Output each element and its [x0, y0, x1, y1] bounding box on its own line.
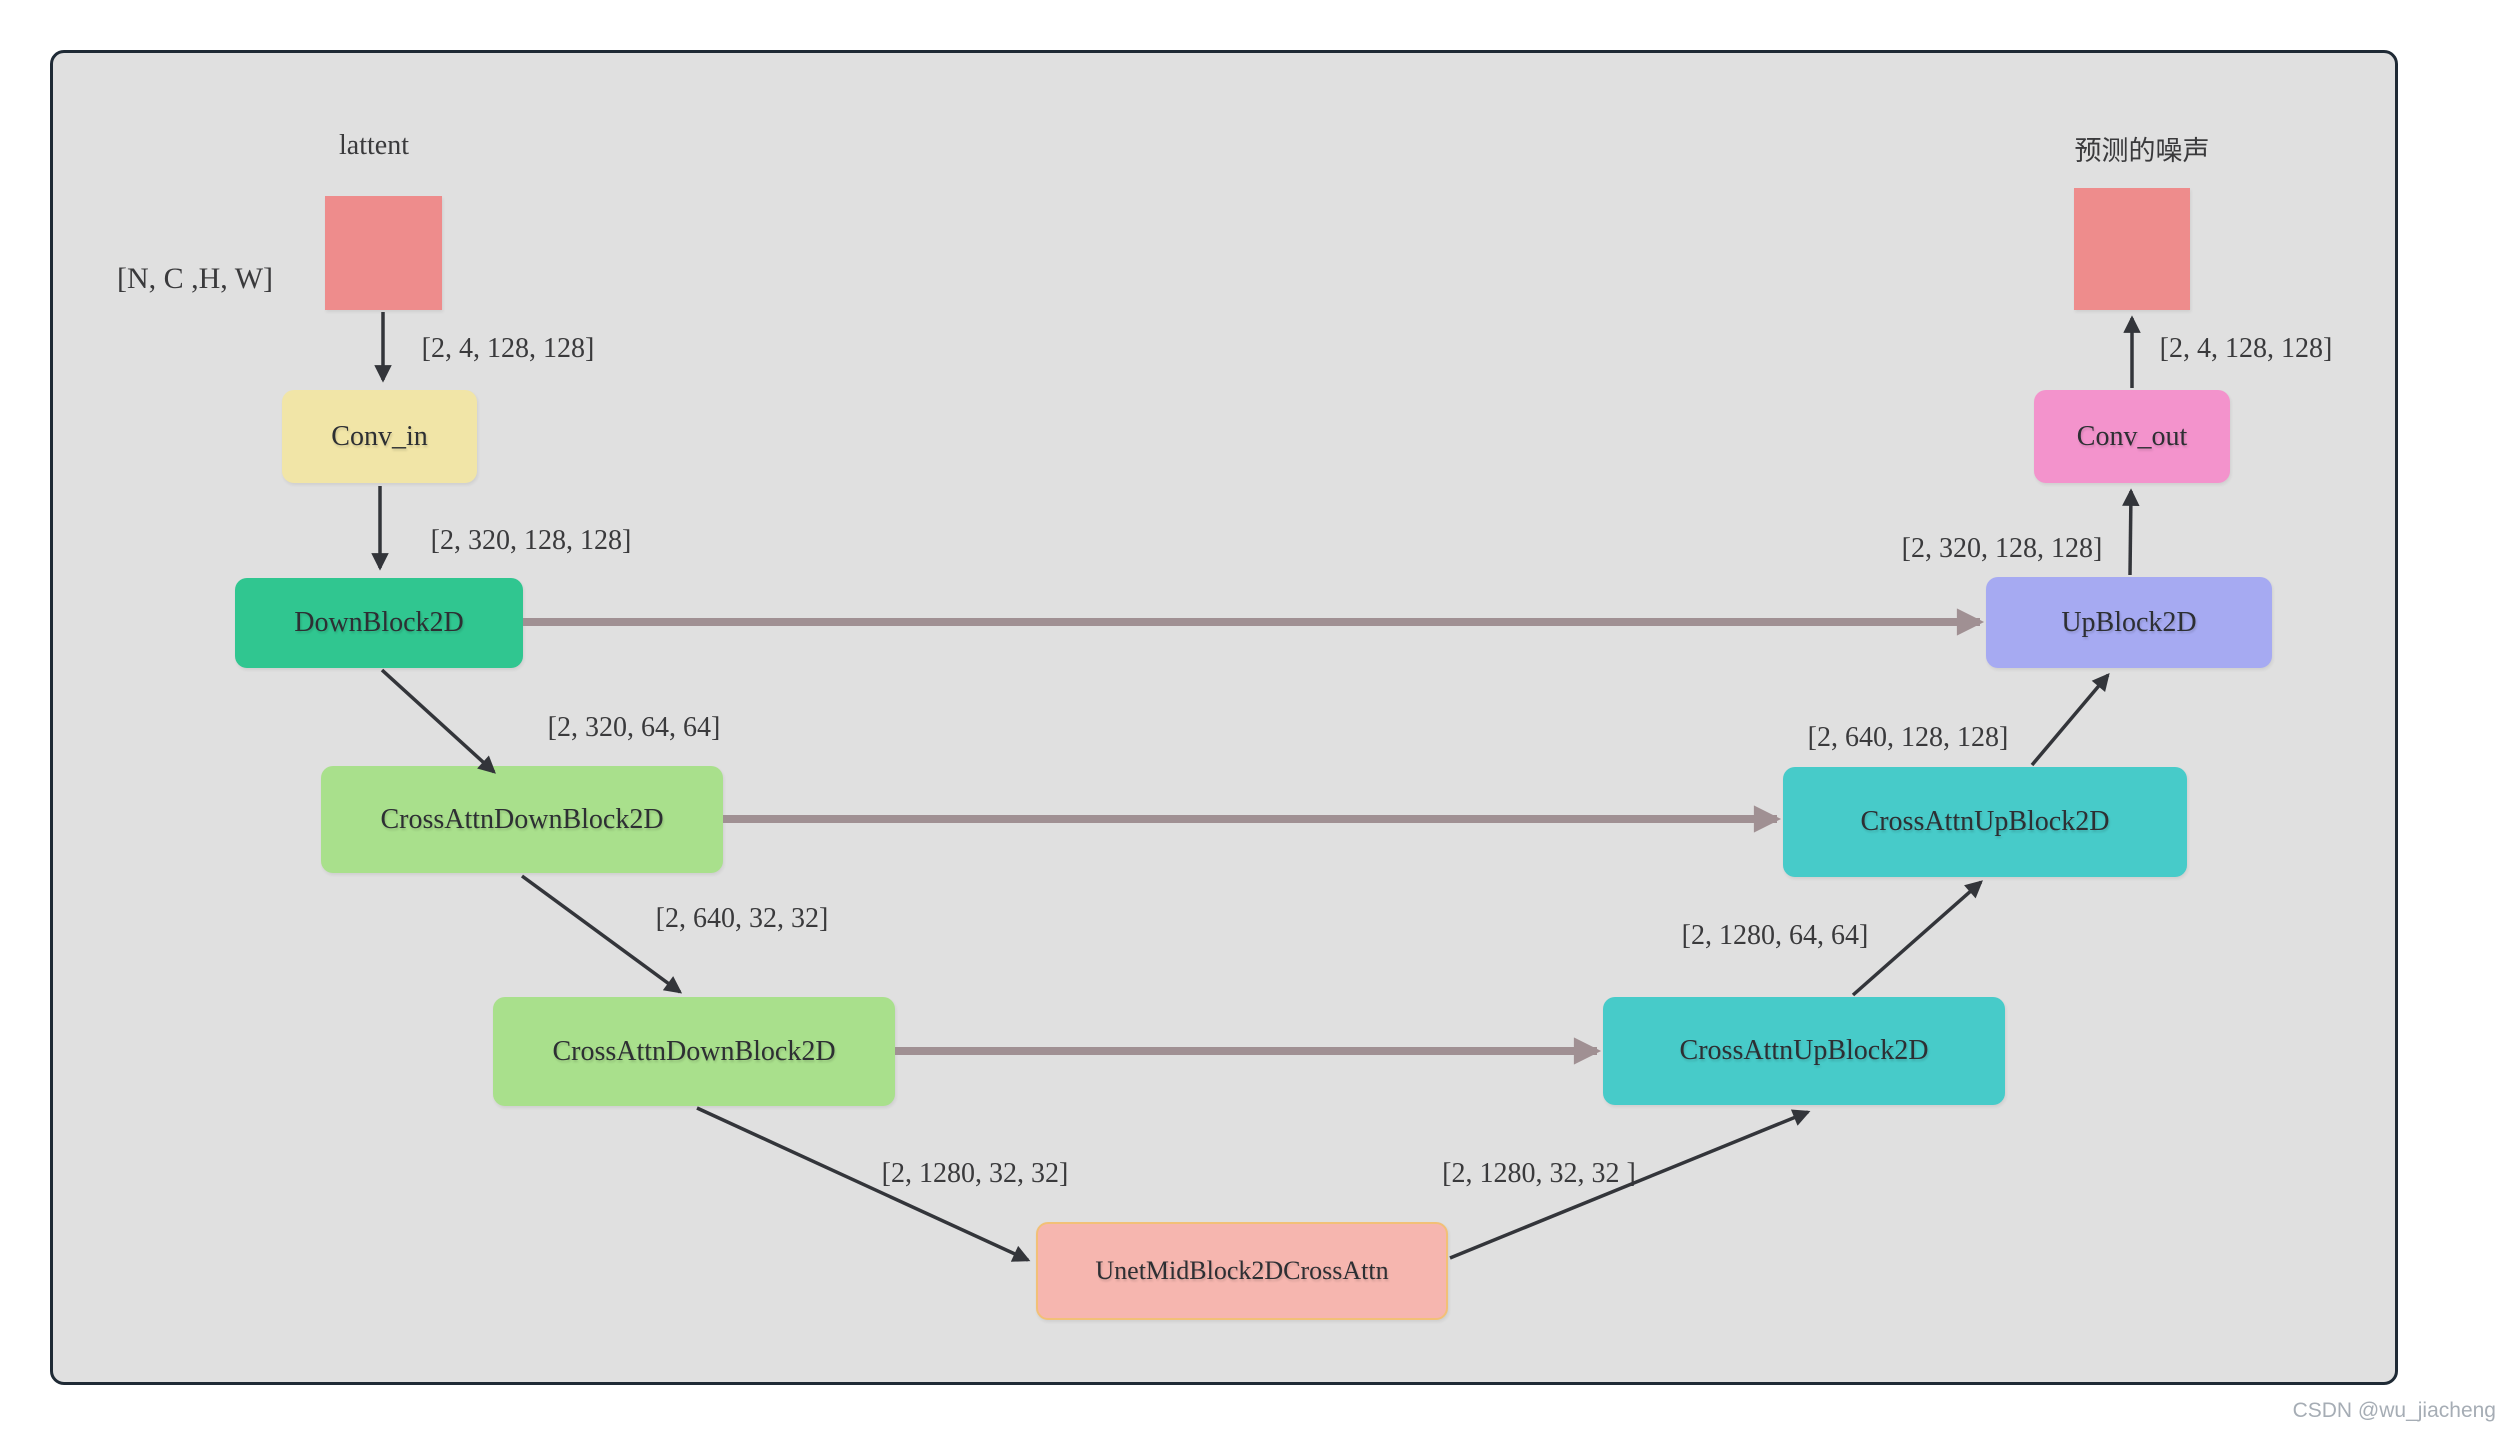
node-crossattn-upblock-1: CrossAttnUpBlock2D — [1783, 767, 2187, 877]
node-label: Conv_out — [2076, 420, 2188, 452]
tensor-label-cau1-to-upblock: [2, 640, 128, 128] — [1807, 722, 2009, 753]
node-downblock2d: DownBlock2D — [235, 578, 523, 668]
node-unet-midblock: UnetMidBlock2DCrossAttn — [1036, 1222, 1448, 1320]
node-upblock2d: UpBlock2D — [1986, 577, 2272, 668]
node-label: CrossAttnDownBlock2D — [552, 1035, 836, 1067]
node-conv-in: Conv_in — [282, 390, 477, 483]
node-label: CrossAttnUpBlock2D — [1679, 1035, 1929, 1066]
tensor-label-cad1-to-cad2: [2, 640, 32, 32] — [655, 903, 829, 934]
tensor-label-downblock-to-cad1: [2, 320, 64, 64] — [547, 712, 721, 743]
node-crossattn-downblock-1: CrossAttnDownBlock2D — [321, 766, 723, 873]
node-label: UpBlock2D — [2061, 606, 2197, 638]
tensor-label-upblock-to-convout: [2, 320, 128, 128] — [1901, 533, 2103, 564]
predicted-noise-square — [2074, 188, 2190, 310]
latent-shape-label: [N, C ,H, W] — [116, 262, 274, 295]
node-label: DownBlock2D — [294, 607, 464, 638]
latent-input-square — [325, 196, 442, 310]
node-crossattn-downblock-2: CrossAttnDownBlock2D — [493, 997, 895, 1106]
tensor-label-convin-to-downblock: [2, 320, 128, 128] — [430, 525, 632, 556]
tensor-label-cau2-to-cau1: [2, 1280, 64, 64] — [1681, 920, 1869, 951]
tensor-label-mid-to-cau2: [2, 1280, 32, 32 ] — [1442, 1158, 1636, 1189]
node-crossattn-upblock-2: CrossAttnUpBlock2D — [1603, 997, 2005, 1105]
node-conv-out: Conv_out — [2034, 390, 2230, 483]
node-label: UnetMidBlock2DCrossAttn — [1095, 1256, 1389, 1285]
tensor-label-input-to-convin: [2, 4, 128, 128] — [421, 333, 595, 364]
predicted-noise-label: 预测的噪声 — [2074, 136, 2210, 166]
csdn-watermark: CSDN @wu_jiacheng — [2292, 1399, 2496, 1422]
tensor-label-cad2-to-mid: [2, 1280, 32, 32] — [881, 1158, 1069, 1189]
node-label: CrossAttnDownBlock2D — [380, 803, 664, 835]
tensor-label-convout-to-noise: [2, 4, 128, 128] — [2159, 333, 2333, 364]
latent-label: lattent — [339, 130, 409, 161]
node-label: Conv_in — [331, 420, 428, 452]
node-label: CrossAttnUpBlock2D — [1860, 806, 2110, 837]
